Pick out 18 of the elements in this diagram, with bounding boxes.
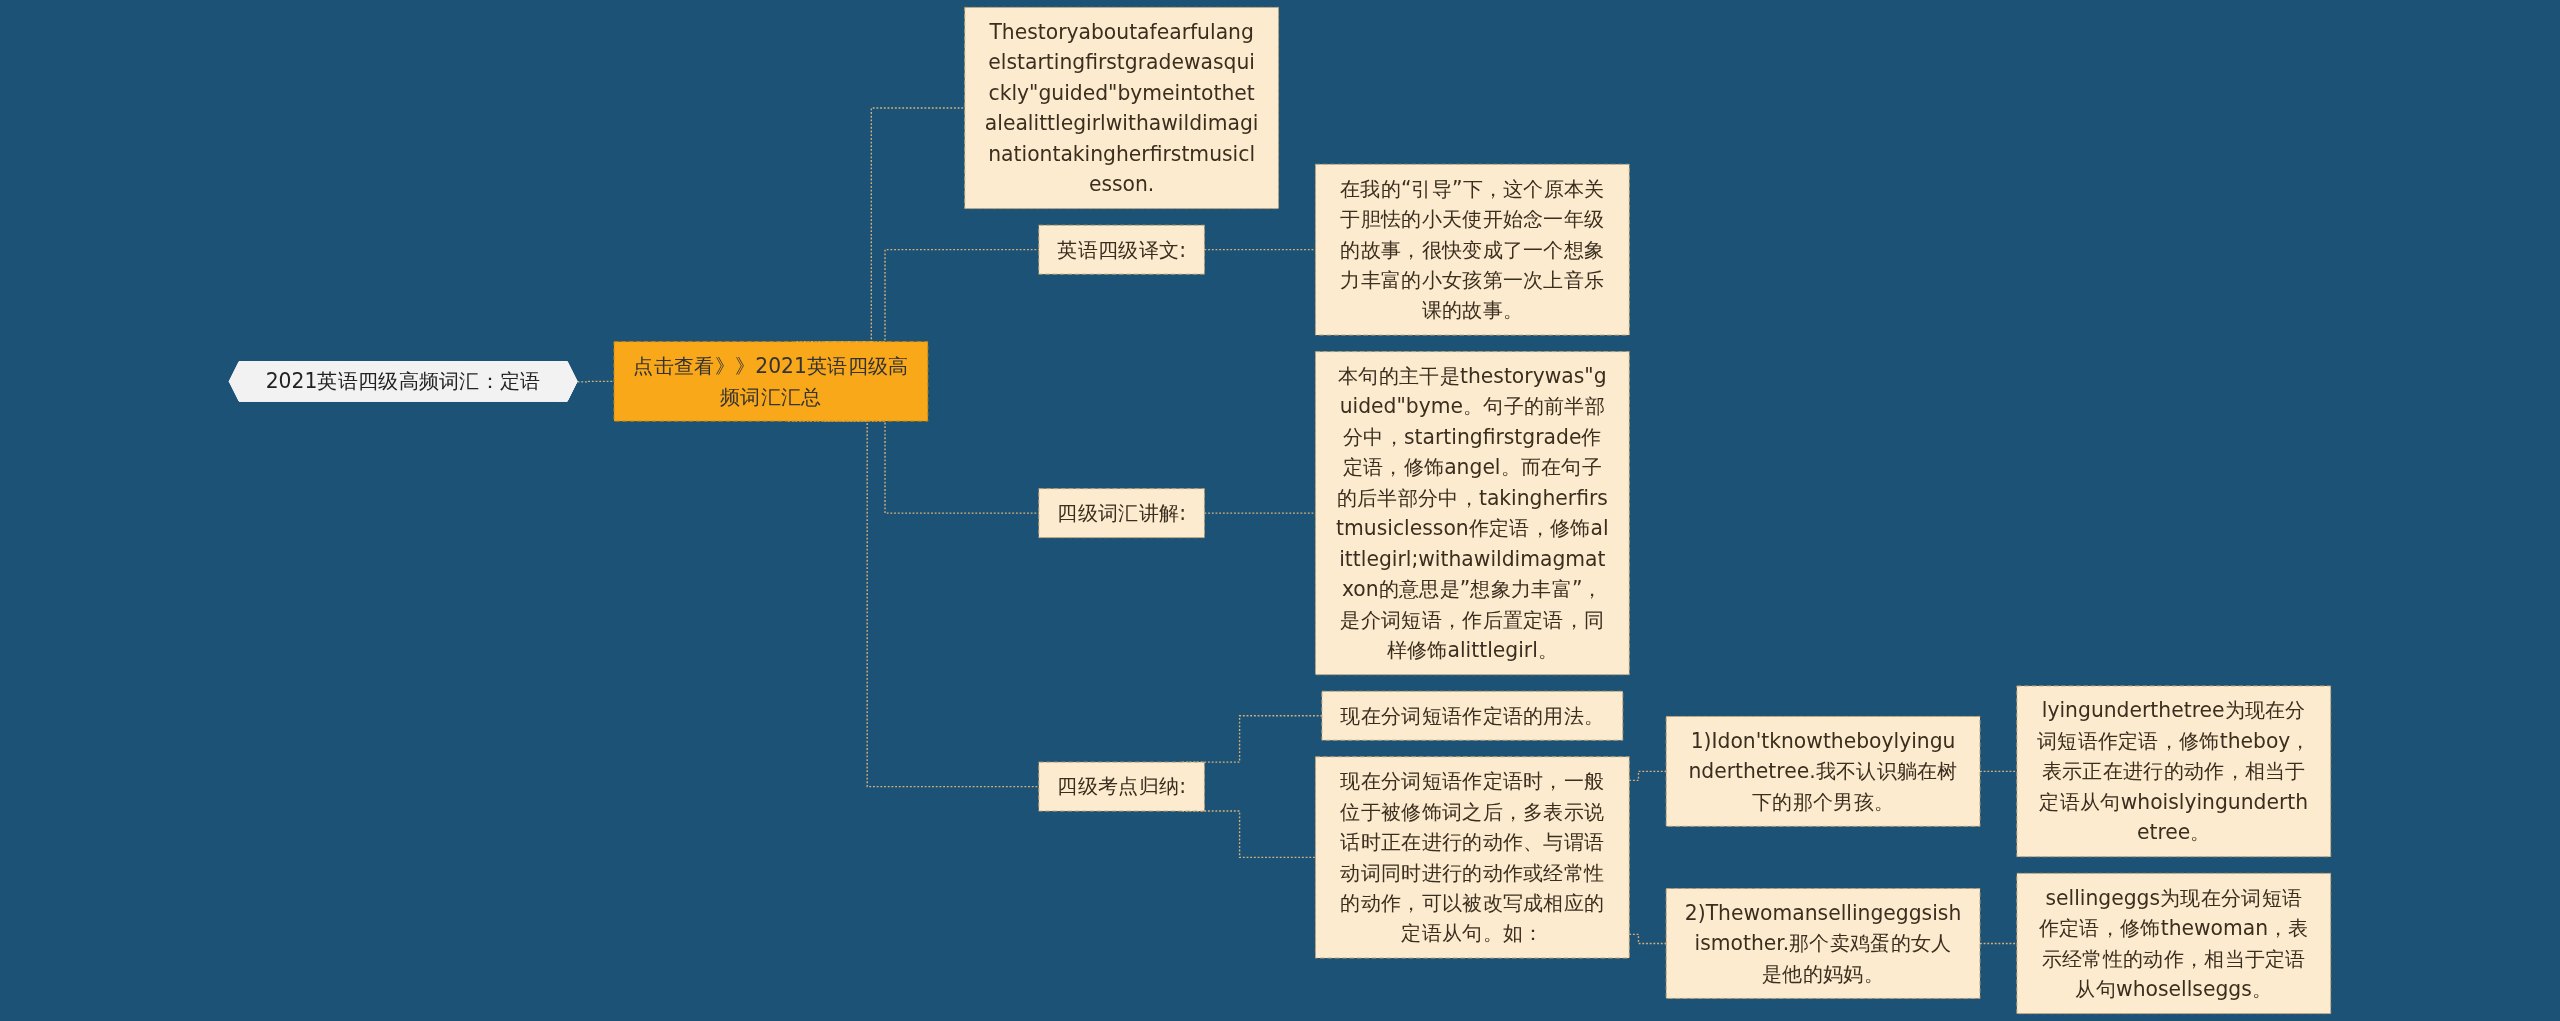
- node-box: 现在分词短语作定语的用法。: [1321, 690, 1624, 741]
- node-box: Thestoryaboutafearfulangelstartingfirstgradewasquickly"guided"bymeintothetalealittlegirlwithawildimaginationtakingherfirstmusiclesson.: [964, 6, 1279, 210]
- node-box: 现在分词短语作定语时，一般位于被修饰词之后，多表示说话时正在进行的动作、与谓语动词同时进行的动作或经常性的动作，可以被改写成相应的定语从句。如：: [1315, 756, 1630, 959]
- node-box: sellingeggs为现在分词短语作定语，修饰thewoman，表示经常性的动作，相当于定语从句whosellseggs。: [2016, 872, 2332, 1015]
- connector: [1979, 770, 2018, 773]
- node-box: 四级考点归纳:: [1038, 761, 1205, 812]
- connector: [1628, 933, 1667, 945]
- node-box: 在我的“引导”下，这个原本关于胆怯的小天使开始念一年级的故事，很快变成了一个想象力丰富的小女孩第一次上音乐课的故事。: [1315, 163, 1630, 336]
- connector: [576, 380, 615, 383]
- node-box: 英语四级译文:: [1038, 224, 1205, 275]
- node-box: 四级词汇讲解:: [1038, 488, 1205, 539]
- node-box: lyingunderthetree为现在分词短语作定语，修饰theboy，表示正在进行的动作，相当于定语从句whoislyingunderthetree。: [2016, 685, 2332, 858]
- connector: [1628, 770, 1667, 782]
- node-box: 2)Thewomansellingeggsishismother.那个卖鸡蛋的女人是他的妈妈。: [1665, 888, 1981, 999]
- connector: [1979, 942, 2018, 945]
- node-box: 点击查看》》2021英语四级高频词汇汇总: [613, 341, 929, 422]
- node-box: 本句的主干是thestorywas"guided"byme。句子的前半部分中，startingfirstgrade作定语，修饰angel。而在句子的后半部分中，takingherfirstmusiclesson作定语，修饰alittlegirl;withawildimagmatxon的意思是”想象力丰富”，是介词短语，作后置定语，同样修饰alittlegirl。: [1315, 351, 1630, 676]
- node-box: 1)Idon'tknowtheboylyingunderthetree.我不认识躺在树下的那个男孩。: [1665, 715, 1981, 827]
